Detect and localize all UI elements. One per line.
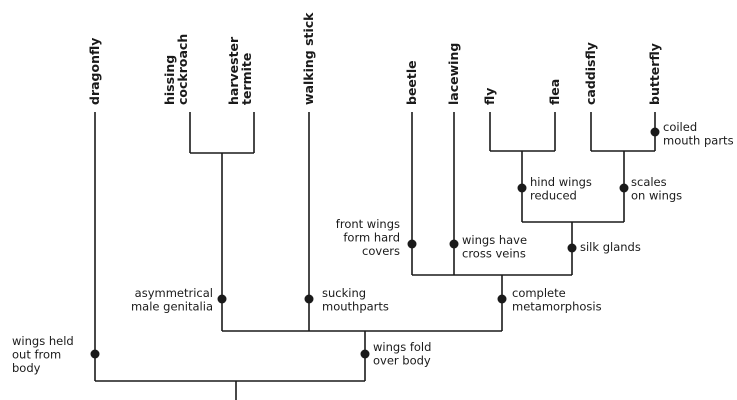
- node-sucking-mouthparts: [304, 294, 314, 304]
- node-wings-held-out: [90, 349, 100, 359]
- label-line: fly: [482, 88, 497, 105]
- label-line: caddisfly: [583, 42, 598, 105]
- trait-silk-glands: silk glands: [580, 240, 641, 254]
- node-coiled-mouth-parts: [650, 127, 660, 137]
- node-scales-on-wings: [619, 183, 629, 193]
- label-line: reduced: [530, 189, 577, 203]
- taxon-dragonfly: dragonfly: [87, 38, 102, 105]
- label-line: beetle: [404, 60, 419, 105]
- node-complete-metamorphosis: [497, 294, 507, 304]
- label-line: front wings: [336, 217, 400, 231]
- node-wings-fold: [360, 349, 370, 359]
- label-line: male genitalia: [131, 300, 213, 314]
- label-line: hissing: [162, 55, 177, 105]
- label-line: metamorphosis: [512, 300, 602, 314]
- label-line: scales: [631, 175, 667, 189]
- label-line: mouthparts: [322, 300, 389, 314]
- node-hind-wings-reduced: [517, 183, 527, 193]
- label-line: wings held: [12, 334, 74, 348]
- taxon-beetle: beetle: [404, 60, 419, 105]
- label-line: dragonfly: [87, 38, 102, 105]
- taxon-hissing-cockroach: hissingcockroach: [162, 34, 190, 105]
- label-line: on wings: [631, 189, 682, 203]
- taxon-fly: fly: [482, 88, 497, 105]
- label-line: coiled: [663, 120, 697, 134]
- label-line: over body: [373, 354, 431, 368]
- taxon-flea: flea: [547, 79, 562, 105]
- label-line: cross veins: [462, 247, 526, 261]
- taxon-lacewing: lacewing: [446, 43, 461, 105]
- label-line: out from: [12, 348, 61, 362]
- label-line: covers: [362, 244, 400, 258]
- label-line: wings have: [462, 233, 527, 247]
- label-line: wings fold: [373, 340, 431, 354]
- node-asymmetrical-genitalia: [217, 294, 227, 304]
- label-line: body: [12, 361, 41, 375]
- node-cross-veins: [449, 239, 459, 249]
- label-line: lacewing: [446, 43, 461, 105]
- taxon-butterfly: butterfly: [647, 43, 662, 105]
- taxon-caddisfly: caddisfly: [583, 42, 598, 105]
- label-line: cockroach: [175, 34, 190, 105]
- label-line: sucking: [322, 286, 366, 300]
- label-line: hind wings: [530, 175, 592, 189]
- label-line: harvester: [226, 36, 241, 105]
- label-line: complete: [512, 286, 566, 300]
- label-line: butterfly: [647, 43, 662, 105]
- label-line: walking stick: [301, 12, 316, 105]
- taxon-labels: dragonfly hissingcockroach harvesterterm…: [87, 12, 662, 105]
- node-silk-glands: [567, 243, 577, 253]
- label-line: termite: [239, 53, 254, 105]
- label-line: asymmetrical: [135, 286, 213, 300]
- label-line: mouth parts: [663, 134, 734, 148]
- label-line: silk glands: [580, 240, 641, 254]
- trait-nodes: [90, 127, 660, 359]
- label-line: form hard: [343, 231, 400, 245]
- node-front-wings-hard: [407, 239, 417, 249]
- taxon-walking-stick: walking stick: [301, 12, 316, 105]
- taxon-harvester-termite: harvestertermite: [226, 36, 254, 105]
- label-line: flea: [547, 79, 562, 105]
